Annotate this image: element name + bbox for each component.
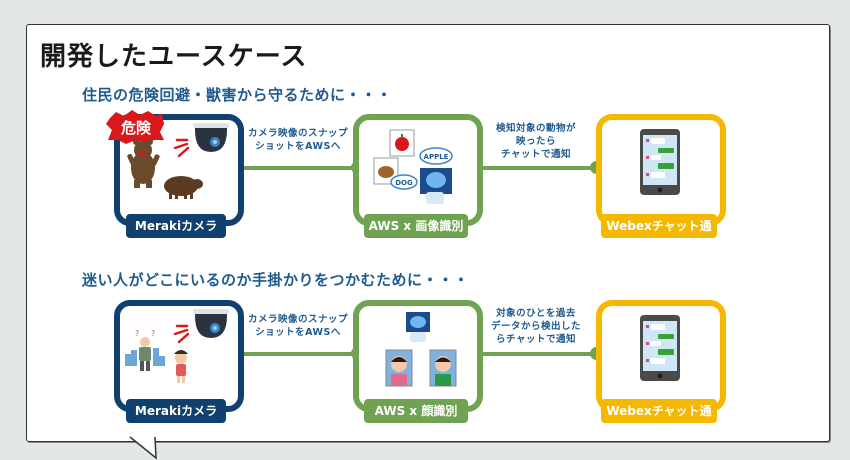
use-case-subtitle: 迷い人がどこにいるのか手掛かりをつかむために・・・ <box>82 271 470 289</box>
meraki-camera-label: Merakiカメラ <box>126 399 226 423</box>
dome-camera-icon <box>193 309 229 338</box>
connector-caption: カメラ映像のスナップ ショットをAWSへ <box>238 313 358 339</box>
city-skyline-icon <box>125 348 165 366</box>
caption-line: 対象のひとを過去 <box>496 308 576 319</box>
caption-line: カメラ映像のスナップ <box>247 314 348 325</box>
aws-face-recognition-label: AWS x 顔識別 <box>364 399 468 423</box>
caption-line: ショットをAWSへ <box>255 141 341 152</box>
webex-chat-label: Webexチャット通知 <box>601 214 717 257</box>
ai-brain-icon <box>420 168 452 204</box>
smartphone-chat-icon <box>640 129 680 195</box>
bear-icon <box>127 139 160 188</box>
connector-line <box>476 166 598 170</box>
smartphone-chat-icon <box>640 315 680 381</box>
danger-badge: 危険 <box>106 110 164 144</box>
speech-bubble-tail <box>128 436 157 460</box>
connector-caption: カメラ映像のスナップ ショットをAWSへ <box>238 127 358 153</box>
caption-line: 検知対象の動物が <box>495 123 576 134</box>
connector-line <box>476 352 598 356</box>
image-recognition-illustration: APPLE DOG <box>373 129 453 204</box>
meraki-camera-label: Merakiカメラ <box>126 214 226 238</box>
apple-card-icon <box>389 129 415 157</box>
caption-line: データから検出した <box>490 321 581 332</box>
connector-caption: 検知対象の動物が 映ったら チャットで通知 <box>476 122 596 161</box>
dog-tag-text: DOG <box>395 179 413 187</box>
alert-lines-icon <box>173 324 190 344</box>
page-title: 開発したユースケース <box>40 42 308 72</box>
boar-icon <box>164 176 203 199</box>
svg-text:?: ? <box>135 329 139 338</box>
aws-image-recognition-label: AWS x 画像識別 <box>364 214 468 238</box>
camera-lost-person-illustration: ? ? <box>125 309 229 383</box>
webex-chat-label: Webexチャット通知 <box>601 399 717 442</box>
dog-tag: DOG <box>390 174 418 190</box>
face-photo-woman-icon <box>385 349 413 387</box>
apple-tag: APPLE <box>419 147 453 165</box>
use-case-subtitle: 住民の危険回避・獣害から守るために・・・ <box>82 86 393 104</box>
connector-line <box>238 166 358 170</box>
elderly-person-icon: ? ? <box>135 329 155 371</box>
connector-caption: 対象のひとを過去 データから検出した らチャットで通知 <box>476 307 596 346</box>
connector-line <box>238 352 358 356</box>
svg-text:?: ? <box>151 329 155 338</box>
child-icon <box>174 350 188 383</box>
alert-lines-icon <box>173 138 190 158</box>
danger-badge-text: 危険 <box>121 119 152 137</box>
apple-tag-text: APPLE <box>424 153 449 161</box>
camera-animals-illustration <box>127 123 229 199</box>
dome-camera-icon <box>193 123 229 152</box>
ai-brain-icon <box>406 312 430 342</box>
caption-line: らチャットで通知 <box>496 334 576 345</box>
caption-line: チャットで通知 <box>501 149 571 160</box>
caption-line: ショットをAWSへ <box>255 327 341 338</box>
caption-line: 映ったら <box>515 136 556 147</box>
face-photo-man-icon <box>429 349 457 387</box>
face-recognition-illustration <box>385 312 457 387</box>
caption-line: カメラ映像のスナップ <box>247 128 348 139</box>
